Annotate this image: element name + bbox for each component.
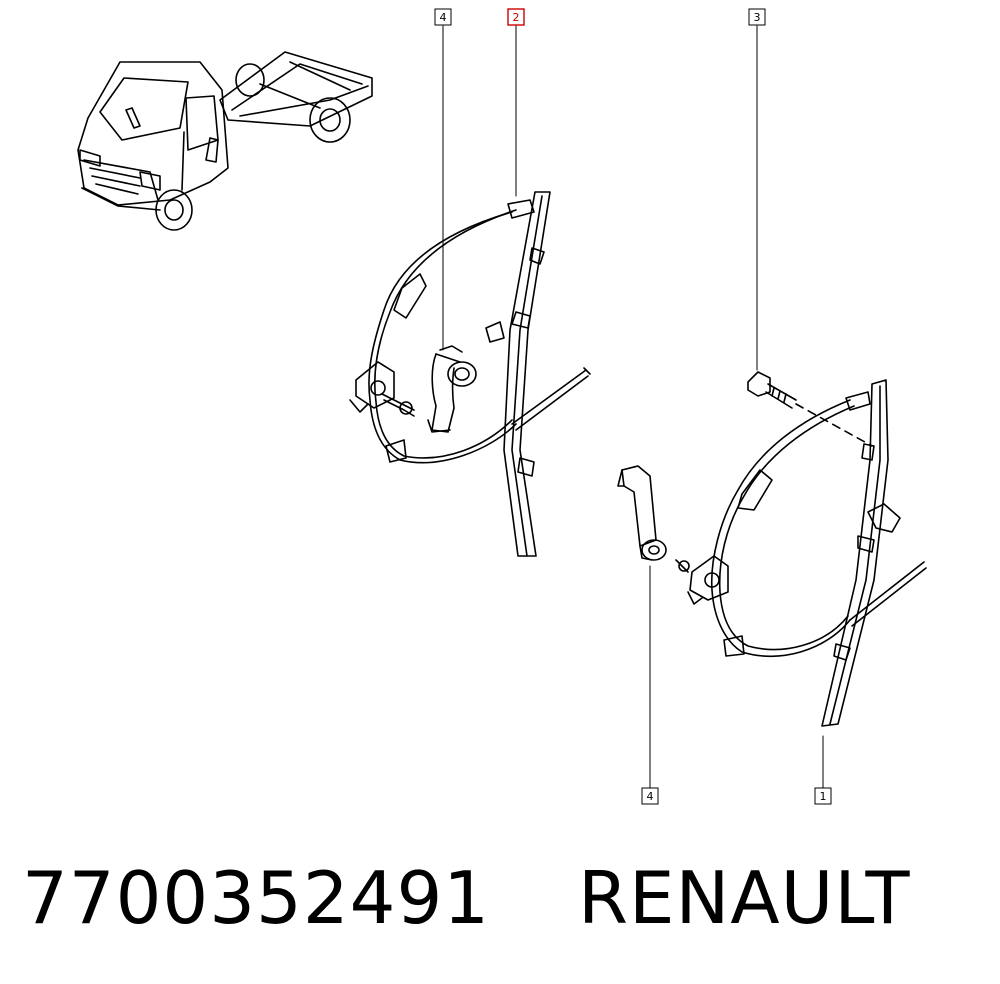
crank-handle-right — [617, 465, 667, 561]
callout-label: 4 — [440, 11, 447, 24]
callout-c2: 2 — [507, 8, 525, 26]
callout-label: 1 — [820, 790, 827, 803]
callout-label: 4 — [647, 790, 654, 803]
window-regulator-left — [349, 191, 591, 557]
window-regulator-right — [675, 379, 927, 727]
alignment-line — [795, 403, 873, 447]
bolt-icon — [747, 371, 797, 409]
part-number: 7700352491 — [22, 856, 491, 940]
callout-c4a: 4 — [434, 8, 452, 26]
callout-label: 2 — [513, 11, 520, 24]
callout-c3: 3 — [748, 8, 766, 26]
callout-c1: 1 — [814, 787, 832, 805]
caption: 7700352491 RENAULT — [22, 856, 911, 940]
crank-handle-left — [427, 345, 477, 433]
leader-lines — [442, 25, 824, 789]
truck-illustration — [77, 51, 373, 231]
brand-name: RENAULT — [577, 856, 911, 940]
callout-label: 3 — [754, 11, 761, 24]
callout-c4b: 4 — [641, 787, 659, 805]
